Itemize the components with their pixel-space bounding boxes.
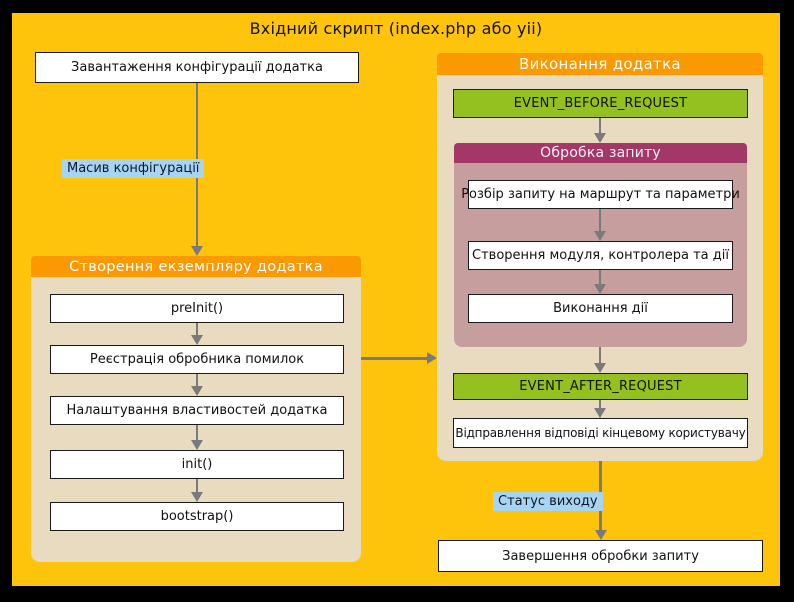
arrow-down-icon — [594, 133, 606, 143]
arrow-down-icon — [191, 246, 203, 256]
step-resolve-route: Розбір запиту на маршрут та параметри — [461, 180, 740, 209]
arrow-line — [599, 400, 601, 408]
arrow-down-icon — [594, 363, 606, 373]
arrow-line — [196, 479, 198, 492]
arrow-down-icon — [594, 408, 606, 418]
arrow-line — [196, 425, 198, 440]
request-handling-header: Обробка запиту — [454, 143, 747, 163]
step-init: init() — [50, 450, 344, 479]
step-configure-properties: Налаштування властивостей додатка — [50, 396, 344, 425]
arrow-right-icon — [427, 352, 437, 364]
arrow-down-icon — [594, 530, 607, 540]
event-after-request: EVENT_AFTER_REQUEST — [453, 373, 748, 400]
arrow-down-icon — [594, 284, 606, 294]
arrow-line — [599, 118, 601, 133]
container-run-app-header: Виконання додатка — [437, 53, 763, 75]
step-run-action: Виконання дії — [468, 294, 733, 323]
arrow-create-to-run-line — [361, 357, 427, 360]
step-bootstrap: bootstrap() — [50, 502, 344, 531]
arrow-down-icon — [191, 386, 203, 396]
container-create-app-header: Створення екземпляру додатка — [31, 256, 361, 277]
container-create-app: Створення екземпляру додатка preInit() Р… — [31, 256, 361, 562]
step-send-response: Відправлення відповіді кінцевому користу… — [453, 418, 748, 448]
event-before-request: EVENT_BEFORE_REQUEST — [453, 89, 748, 118]
arrow-line — [196, 323, 198, 335]
diagram-canvas: Вхідний скрипт (index.php або yii) Заван… — [12, 13, 780, 586]
step-load-configuration: Завантаження конфігурації додатка — [35, 52, 359, 83]
step-create-module-controller-action: Створення модуля, контролера та дії — [468, 241, 733, 270]
note-config-array: Масив конфігурації — [62, 159, 205, 178]
step-finish-request: Завершення обробки запиту — [438, 540, 763, 572]
arrow-down-icon — [594, 231, 606, 241]
arrow-down-icon — [191, 440, 203, 450]
container-run-app: Виконання додатка EVENT_BEFORE_REQUEST О… — [437, 53, 763, 461]
container-request-handling: Обробка запиту Розбір запиту на маршрут … — [454, 143, 747, 347]
arrow-line — [599, 209, 601, 231]
arrow-down-icon — [191, 335, 203, 345]
diagram-title: Вхідний скрипт (index.php або yii) — [249, 19, 543, 38]
arrow-line — [196, 374, 198, 386]
arrow-line — [599, 270, 601, 284]
arrow-line — [599, 347, 601, 363]
note-exit-status: Статус виходу — [493, 492, 603, 511]
arrow-down-icon — [191, 492, 203, 502]
step-register-error-handler: Реєстрація обробника помилок — [50, 345, 344, 374]
step-preinit: preInit() — [50, 294, 344, 323]
